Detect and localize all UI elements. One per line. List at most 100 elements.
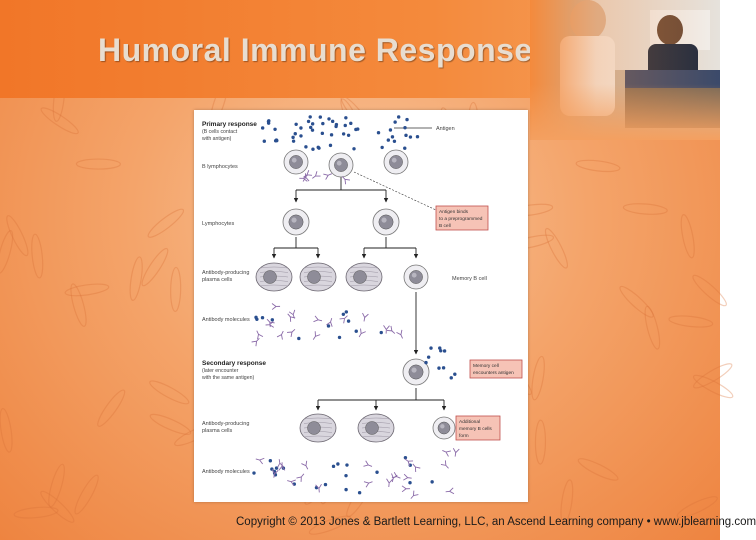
antigen-dot (291, 135, 295, 140)
plasma-cells-label-2b: plasma cells (202, 428, 233, 434)
humoral-response-diagram: Primary response (B cells contact with a… (202, 115, 523, 499)
antigen-dot (344, 116, 348, 120)
antibody-molecule (396, 329, 403, 339)
antigen-dot (323, 482, 328, 487)
antibody-molecule (339, 315, 348, 324)
antibody-molecule (313, 315, 323, 323)
antibody-molecule (440, 460, 449, 469)
antigen-dot (337, 335, 342, 340)
antigen-dot (262, 139, 266, 143)
primary-response-sub2: with antigen) (202, 136, 232, 142)
svg-text:memory B cells: memory B cells (459, 426, 492, 432)
antibody-molecule (312, 171, 321, 179)
antigen-dot (441, 366, 446, 370)
antibody-molecule (315, 483, 322, 493)
antibody-molecule (383, 325, 390, 334)
antigen-dot (346, 133, 351, 137)
antigen-dot (453, 372, 457, 376)
antigen-dot (310, 122, 315, 126)
antigen-binds-callout: Antigen binds to a preprogrammed B cell (435, 205, 489, 231)
antibody-molecule (251, 338, 260, 347)
antigen-dot (415, 135, 420, 139)
svg-text:to a preprogrammed: to a preprogrammed (439, 216, 483, 222)
antibody-molecule (265, 321, 275, 328)
antibody-molecule (404, 458, 414, 467)
antibody-molecule (362, 312, 369, 322)
b-lymphocyte-cell (283, 149, 309, 175)
antigen-dot (270, 318, 275, 322)
antigen-dot (449, 376, 453, 380)
antibody-molecule (452, 448, 460, 457)
antibody-molecule (403, 473, 412, 481)
antigen-dot (336, 462, 340, 466)
antigen-dot (408, 135, 413, 139)
antigen-dot (345, 463, 349, 467)
antibody-molecule (363, 460, 373, 467)
antigen-dot (429, 346, 433, 350)
antigen-dot (344, 487, 348, 492)
antibody-molecule (288, 309, 296, 319)
b-lymphocyte-cell (328, 152, 354, 178)
antibody-molecule (445, 487, 455, 495)
antigen-dot (330, 119, 335, 124)
antigen-dot (393, 120, 397, 124)
antibody-molecule (286, 329, 296, 337)
antigen-dot (254, 315, 258, 320)
antigen-dot (408, 481, 412, 485)
antibody-molecule (302, 173, 310, 182)
antibody-molecule (255, 457, 265, 465)
plasma-cell (357, 413, 395, 443)
antigen-dot (376, 131, 381, 135)
lymphocyte-cell (282, 208, 310, 236)
antibody-molecule (442, 450, 451, 457)
antigen-dot (267, 119, 271, 123)
antigen-dot (403, 455, 408, 460)
antigen-dot (320, 131, 325, 136)
antigen-dot (252, 471, 256, 475)
antibody-molecule (326, 318, 333, 327)
cells-layer (255, 149, 456, 443)
memory-b-cell-label: Memory B cell (452, 276, 487, 282)
antigen-dot (329, 133, 334, 137)
antigen-dot (354, 329, 358, 333)
secondary-response-heading: Secondary response (202, 360, 266, 367)
antigen-dot (334, 124, 338, 129)
plasma-cell (299, 413, 337, 443)
antigen-dot (349, 121, 353, 126)
lymphocytes-label: Lymphocytes (202, 221, 234, 227)
antigen-dot (352, 147, 356, 151)
plasma-cells-label-1: Antibody-producing (202, 270, 249, 276)
antigen-dot (306, 119, 311, 124)
b-lymphocyte-cell (383, 149, 409, 175)
antibody-molecule (363, 481, 373, 488)
antibody-molecule (401, 485, 411, 493)
antigen-dot (299, 134, 303, 138)
antigen-dot (405, 117, 409, 122)
antigen-dot (328, 143, 333, 148)
antibody-molecule (391, 473, 398, 483)
antigen-dot (430, 480, 434, 484)
memory-b-cell (402, 358, 430, 386)
antibody-molecule (358, 328, 366, 338)
antigen-dot (268, 459, 273, 463)
b-lymphocytes-label: B lymphocytes (202, 164, 238, 170)
antibody-molecule (256, 330, 264, 340)
antibody-molecule (287, 313, 296, 322)
antigen-dot (341, 312, 346, 317)
copyright-footer: Copyright © 2013 Jones & Bartlett Learni… (236, 516, 756, 528)
antigen-dot (442, 349, 447, 353)
slide-title: Humoral Immune Response (98, 32, 533, 68)
antibody-molecule (410, 490, 419, 499)
antibody-molecule (386, 478, 393, 488)
antigen-dot (380, 145, 384, 150)
svg-text:encounters antigen: encounters antigen (473, 370, 514, 376)
plasma-cell (255, 262, 293, 292)
antibody-layer (251, 170, 460, 499)
antigen-dot (344, 473, 348, 478)
antigen-dot (326, 324, 331, 328)
antibody-molecule (323, 173, 333, 180)
antigen-dot (309, 125, 313, 130)
plasma-cells-label-1b: plasma cells (202, 277, 233, 283)
antibody-molecule (341, 176, 351, 185)
